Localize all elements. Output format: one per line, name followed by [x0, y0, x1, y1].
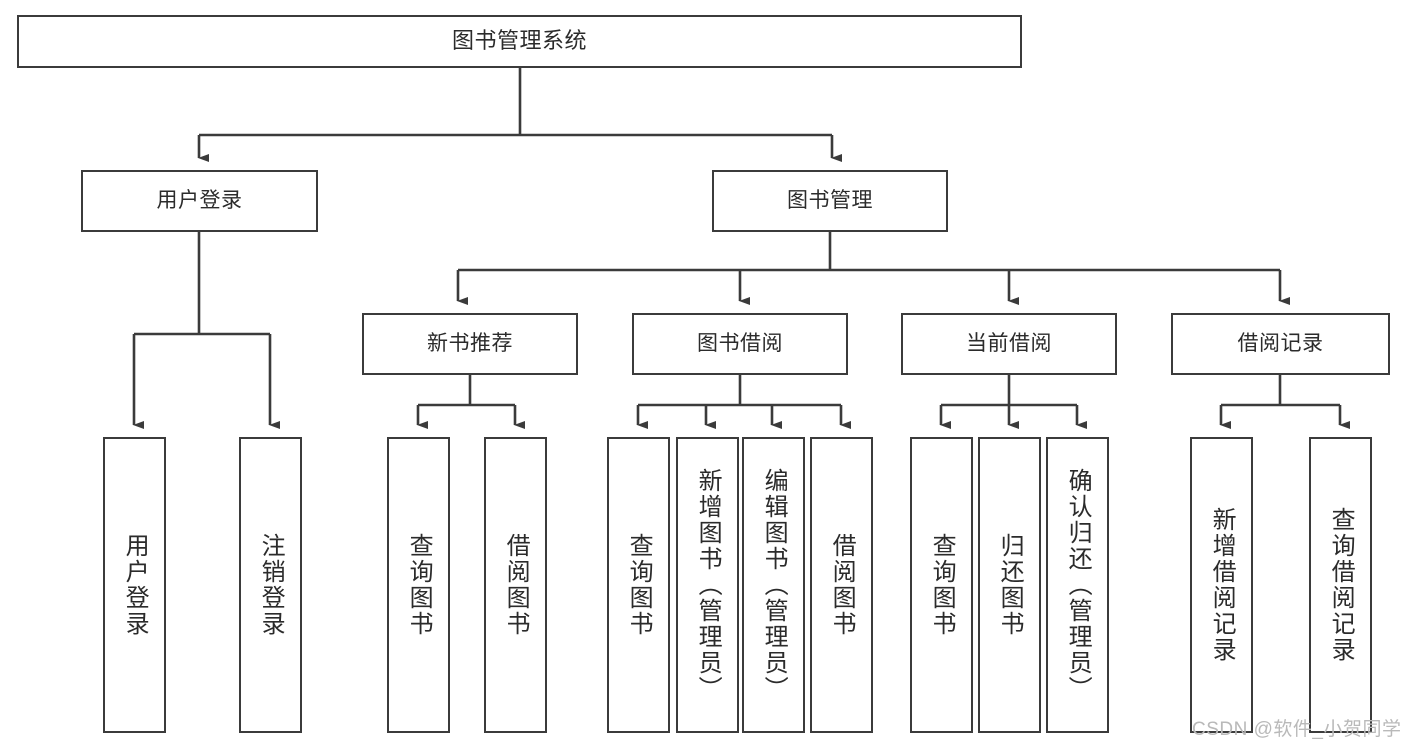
leaf-user-login-logout[interactable]: 注销登录: [239, 437, 302, 733]
node-label: 用户登录: [156, 189, 243, 213]
node-user-login[interactable]: 用户登录: [81, 170, 318, 232]
node-label: 注销登录: [257, 533, 285, 637]
node-label: 借阅记录: [1237, 332, 1324, 356]
node-label: 图书管理系统: [451, 28, 587, 54]
node-label: 查询图书: [405, 533, 433, 637]
leaf-book-borrow-add-book-admin[interactable]: 新增图书（管理员）: [676, 437, 739, 733]
node-book-borrow[interactable]: 图书借阅: [632, 313, 848, 375]
leaf-borrow-record-add-record[interactable]: 新增借阅记录: [1190, 437, 1253, 733]
node-current-borrow[interactable]: 当前借阅: [901, 313, 1117, 375]
leaf-current-borrow-return-book[interactable]: 归还图书: [978, 437, 1041, 733]
csdn-watermark: CSDN @软件_小贺同学: [1192, 719, 1402, 740]
leaf-new-book-query-book[interactable]: 查询图书: [387, 437, 450, 733]
node-label: 用户登录: [121, 533, 149, 637]
node-book-management[interactable]: 图书管理: [712, 170, 948, 232]
node-label: 借阅图书: [828, 533, 856, 637]
leaf-user-login-login[interactable]: 用户登录: [103, 437, 166, 733]
node-new-book-recommend[interactable]: 新书推荐: [362, 313, 578, 375]
node-label: 图书借阅: [697, 332, 783, 356]
node-label: 查询图书: [625, 533, 653, 637]
node-label: 新书推荐: [427, 332, 513, 356]
node-label: 查询借阅记录: [1327, 507, 1355, 663]
node-label: 查询图书: [928, 533, 956, 637]
node-label: 编辑图书（管理员）: [760, 468, 788, 702]
node-label: 图书管理: [787, 189, 873, 213]
node-label: 借阅图书: [502, 533, 530, 637]
leaf-new-book-borrow-book[interactable]: 借阅图书: [484, 437, 547, 733]
leaf-book-borrow-borrow-book[interactable]: 借阅图书: [810, 437, 873, 733]
leaf-book-borrow-edit-book-admin[interactable]: 编辑图书（管理员）: [742, 437, 805, 733]
node-book-management-system[interactable]: 图书管理系统: [17, 15, 1022, 68]
leaf-book-borrow-query-book[interactable]: 查询图书: [607, 437, 670, 733]
node-label: 当前借阅: [966, 332, 1052, 356]
node-label: 新增借阅记录: [1208, 507, 1236, 663]
leaf-current-borrow-query-book[interactable]: 查询图书: [910, 437, 973, 733]
node-label: 新增图书（管理员）: [694, 468, 722, 702]
leaf-borrow-record-query-record[interactable]: 查询借阅记录: [1309, 437, 1372, 733]
node-label: 归还图书: [996, 533, 1024, 637]
leaf-current-borrow-confirm-return-admin[interactable]: 确认归还（管理员）: [1046, 437, 1109, 733]
node-borrow-record[interactable]: 借阅记录: [1171, 313, 1390, 375]
node-label: 确认归还（管理员）: [1064, 468, 1092, 702]
